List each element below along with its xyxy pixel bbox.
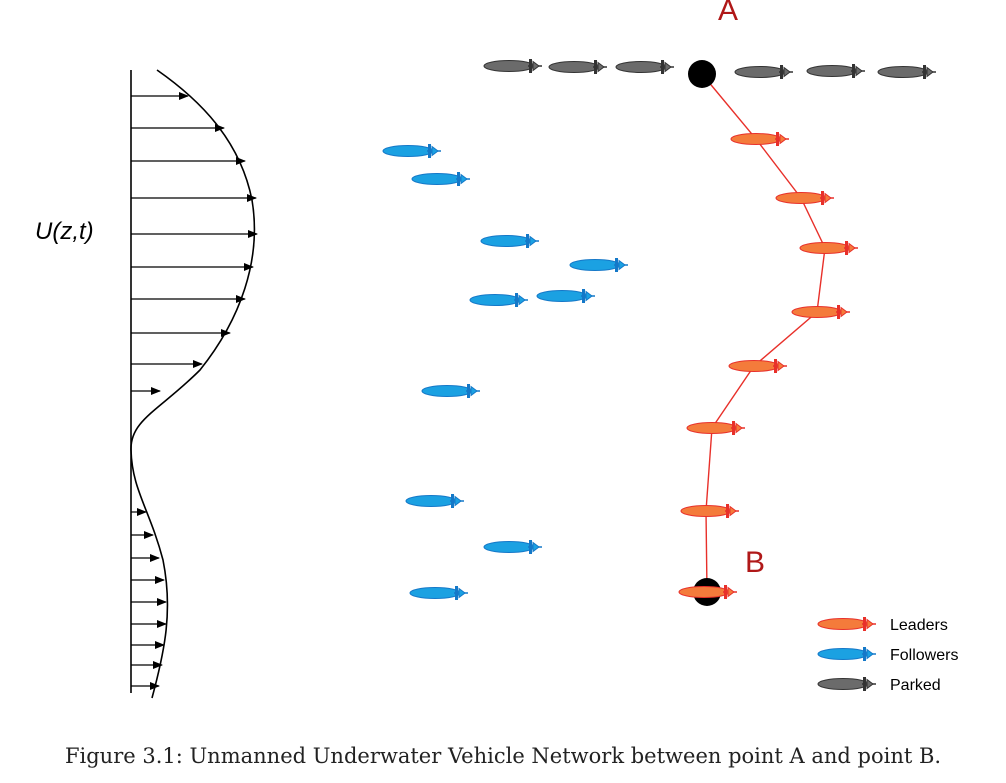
point-a-label: A [718, 0, 738, 27]
legend-leader-swatch [817, 617, 876, 631]
point-a-node [688, 60, 716, 88]
follower-vehicle-icon [382, 144, 441, 158]
leader-vehicle-icon [730, 132, 789, 146]
legend-follower-swatch [817, 647, 876, 661]
parked-vehicle-icon [806, 64, 865, 78]
legend-leader-label: Leaders [890, 617, 948, 634]
leader-vehicle-icon [799, 241, 858, 255]
leader-vehicle-icon [680, 504, 739, 518]
velocity-arrows [131, 92, 258, 690]
velocity-curve [130, 69, 256, 699]
follower-vehicle-icon [536, 289, 595, 303]
parked-vehicle-icon [877, 65, 936, 79]
parked-vehicle-icon [615, 60, 674, 74]
follower-vehicle-icon [483, 540, 542, 554]
follower-vehicle-icon [421, 384, 480, 398]
follower-vehicle-icon [469, 293, 528, 307]
leader-vehicle-icon [686, 421, 745, 435]
follower-vehicle-icon [480, 234, 539, 248]
legend-parked-swatch [817, 677, 876, 691]
figure-caption: Figure 3.1: Unmanned Underwater Vehicle … [64, 744, 942, 768]
leader-vehicle-icon [775, 191, 834, 205]
legend-follower-label: Followers [890, 647, 958, 664]
follower-vehicle-icon [411, 172, 470, 186]
leader-vehicle-icon [791, 305, 850, 319]
vehicle-fleet [382, 59, 936, 600]
point-b-label: B [745, 546, 765, 579]
parked-vehicle-icon [734, 65, 793, 79]
follower-vehicle-icon [569, 258, 628, 272]
leader-vehicle-icon [728, 359, 787, 373]
follower-vehicle-icon [409, 586, 468, 600]
leader-vehicle-icon [678, 585, 737, 599]
legend-parked-label: Parked [890, 677, 941, 694]
current-label: U(z,t) [35, 218, 94, 245]
parked-vehicle-icon [483, 59, 542, 73]
parked-vehicle-icon [548, 60, 607, 74]
velocity-profile [130, 69, 258, 699]
legend: Leaders Followers Parked [817, 617, 958, 694]
follower-vehicle-icon [405, 494, 464, 508]
